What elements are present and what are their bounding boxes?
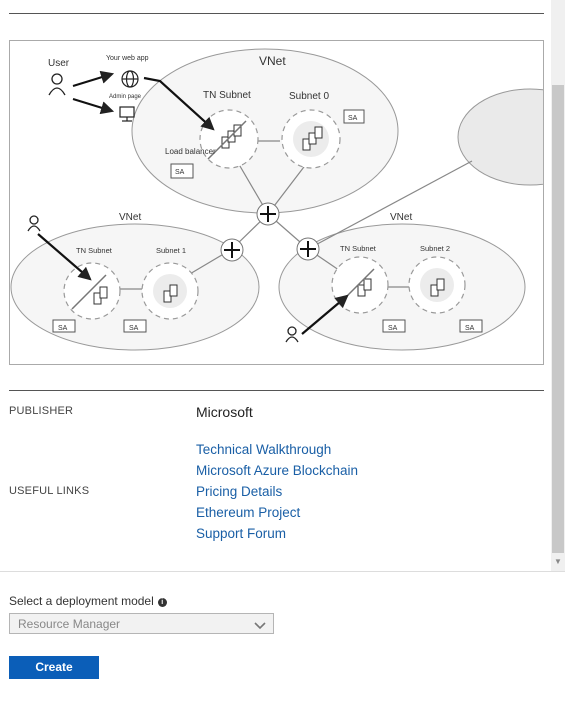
router-icon xyxy=(220,202,320,262)
subnet1-label: Subnet 1 xyxy=(156,246,186,255)
link-technical-walkthrough[interactable]: Technical Walkthrough xyxy=(196,442,332,457)
scroll-thumb[interactable] xyxy=(552,85,564,553)
admin-page-label: Admin page xyxy=(109,94,142,100)
sa-label: SA xyxy=(175,169,185,176)
divider xyxy=(9,13,544,14)
user-icon xyxy=(27,73,299,343)
link-pricing-details[interactable]: Pricing Details xyxy=(196,484,283,499)
web-app-label: Your web app xyxy=(106,55,149,62)
info-icon[interactable]: i xyxy=(157,598,167,607)
details-panel: SA SA SA SA SA SA xyxy=(9,13,544,541)
deployment-model-label-text: Select a deployment model xyxy=(9,594,154,608)
load-balancer-label: Load balancer xyxy=(165,147,216,156)
vnet-right-label: VNet xyxy=(390,212,412,223)
vnet-left-label: VNet xyxy=(119,212,141,223)
deployment-model-select[interactable]: Resource Manager xyxy=(9,613,274,634)
publisher-label: PUBLISHER xyxy=(9,405,74,417)
tn-subnet-top-label: TN Subnet xyxy=(203,90,251,101)
architecture-diagram: SA SA SA SA SA SA xyxy=(9,40,544,365)
globe-icon xyxy=(121,70,139,88)
vnet-left-ellipse xyxy=(10,223,260,351)
tn-subnet-left-circle xyxy=(63,262,121,320)
sa-label: SA xyxy=(388,325,398,332)
create-button[interactable]: Create xyxy=(9,656,99,679)
tn-subnet-left-label: TN Subnet xyxy=(76,246,113,255)
vertical-scrollbar[interactable]: ▼ xyxy=(551,0,565,571)
subnet2-label: Subnet 2 xyxy=(420,244,450,253)
scroll-down-arrow-icon[interactable]: ▼ xyxy=(554,557,562,566)
sa-label: SA xyxy=(465,325,475,332)
deployment-model-value: Resource Manager xyxy=(18,617,121,631)
divider xyxy=(0,571,565,572)
sa-label: SA xyxy=(129,325,139,332)
diagram-svg: SA SA SA SA SA SA xyxy=(10,48,543,351)
user-label: User xyxy=(48,58,70,69)
useful-links-label: USEFUL LINKS xyxy=(9,485,90,497)
chevron-down-icon xyxy=(254,618,266,636)
vnet-top-ellipse xyxy=(131,48,399,214)
external-cloud-ellipse xyxy=(457,88,543,186)
sa-label: SA xyxy=(348,115,358,122)
link-support-forum[interactable]: Support Forum xyxy=(196,526,287,541)
divider xyxy=(9,390,544,391)
vnet-top-label: VNet xyxy=(259,54,286,68)
tn-subnet-right-label: TN Subnet xyxy=(340,244,377,253)
publisher-value: Microsoft xyxy=(196,404,253,420)
monitor-icon xyxy=(119,106,135,122)
link-ethereum-project[interactable]: Ethereum Project xyxy=(196,505,301,520)
sa-label: SA xyxy=(58,325,68,332)
link-azure-blockchain[interactable]: Microsoft Azure Blockchain xyxy=(196,463,359,478)
subnet0-label: Subnet 0 xyxy=(289,91,329,102)
